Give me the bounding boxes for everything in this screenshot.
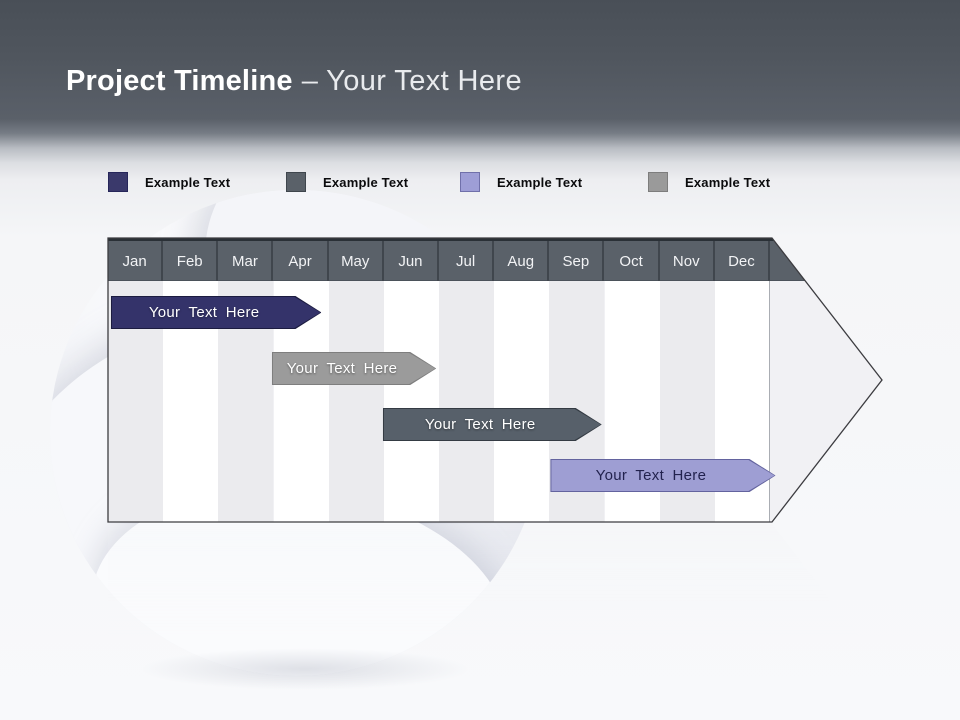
slide-title-primary: Project Timeline <box>66 65 293 97</box>
legend-label: Example Text <box>497 174 583 190</box>
legend-swatch <box>460 172 480 192</box>
month-header-mar: Mar <box>218 241 274 281</box>
legend-item-2[interactable]: Example Text <box>286 171 408 193</box>
column-stripe-may <box>328 281 384 522</box>
bar-label: Your Text Here <box>595 467 707 484</box>
legend-swatch <box>648 172 668 192</box>
slide-title-secondary: – Your Text Here <box>301 65 522 97</box>
month-header-feb: Feb <box>163 241 219 281</box>
month-header-apr: Apr <box>274 241 329 281</box>
bar-label: Your Text Here <box>286 360 398 377</box>
timeline-bar-1[interactable]: Your Text Here <box>111 296 322 329</box>
legend-item-4[interactable]: Example Text <box>648 171 770 193</box>
legend-label: Example Text <box>685 174 771 190</box>
legend-label: Example Text <box>145 174 231 190</box>
month-header-jun: Jun <box>384 241 439 281</box>
legend-item-3[interactable]: Example Text <box>460 171 582 193</box>
sphere-ground-shadow <box>140 648 470 690</box>
column-stripe-jul <box>439 281 495 522</box>
column-stripe-jun <box>383 281 439 522</box>
legend-item-1[interactable]: Example Text <box>108 171 230 193</box>
month-header-oct: Oct <box>605 241 660 281</box>
bar-label: Your Text Here <box>424 416 536 433</box>
month-header-dec: Dec <box>715 241 770 281</box>
timeline-bar-4[interactable]: Your Text Here <box>550 459 775 492</box>
bar-label: Your Text Here <box>148 304 260 321</box>
legend-swatch <box>286 172 306 192</box>
slide-title[interactable]: Project Timeline– Your Text Here <box>66 61 522 101</box>
month-header-sep: Sep <box>549 241 605 281</box>
column-stripe-aug <box>494 281 550 522</box>
timeline-bar-3[interactable]: Your Text Here <box>383 408 602 441</box>
month-header-aug: Aug <box>494 241 550 281</box>
legend-label: Example Text <box>323 174 409 190</box>
legend-swatch <box>108 172 128 192</box>
timeline-bar-2[interactable]: Your Text Here <box>272 352 436 385</box>
month-header-jul: Jul <box>439 241 495 281</box>
month-header-nov: Nov <box>660 241 715 281</box>
month-header-jan: Jan <box>108 241 164 281</box>
month-header-may: May <box>329 241 384 281</box>
